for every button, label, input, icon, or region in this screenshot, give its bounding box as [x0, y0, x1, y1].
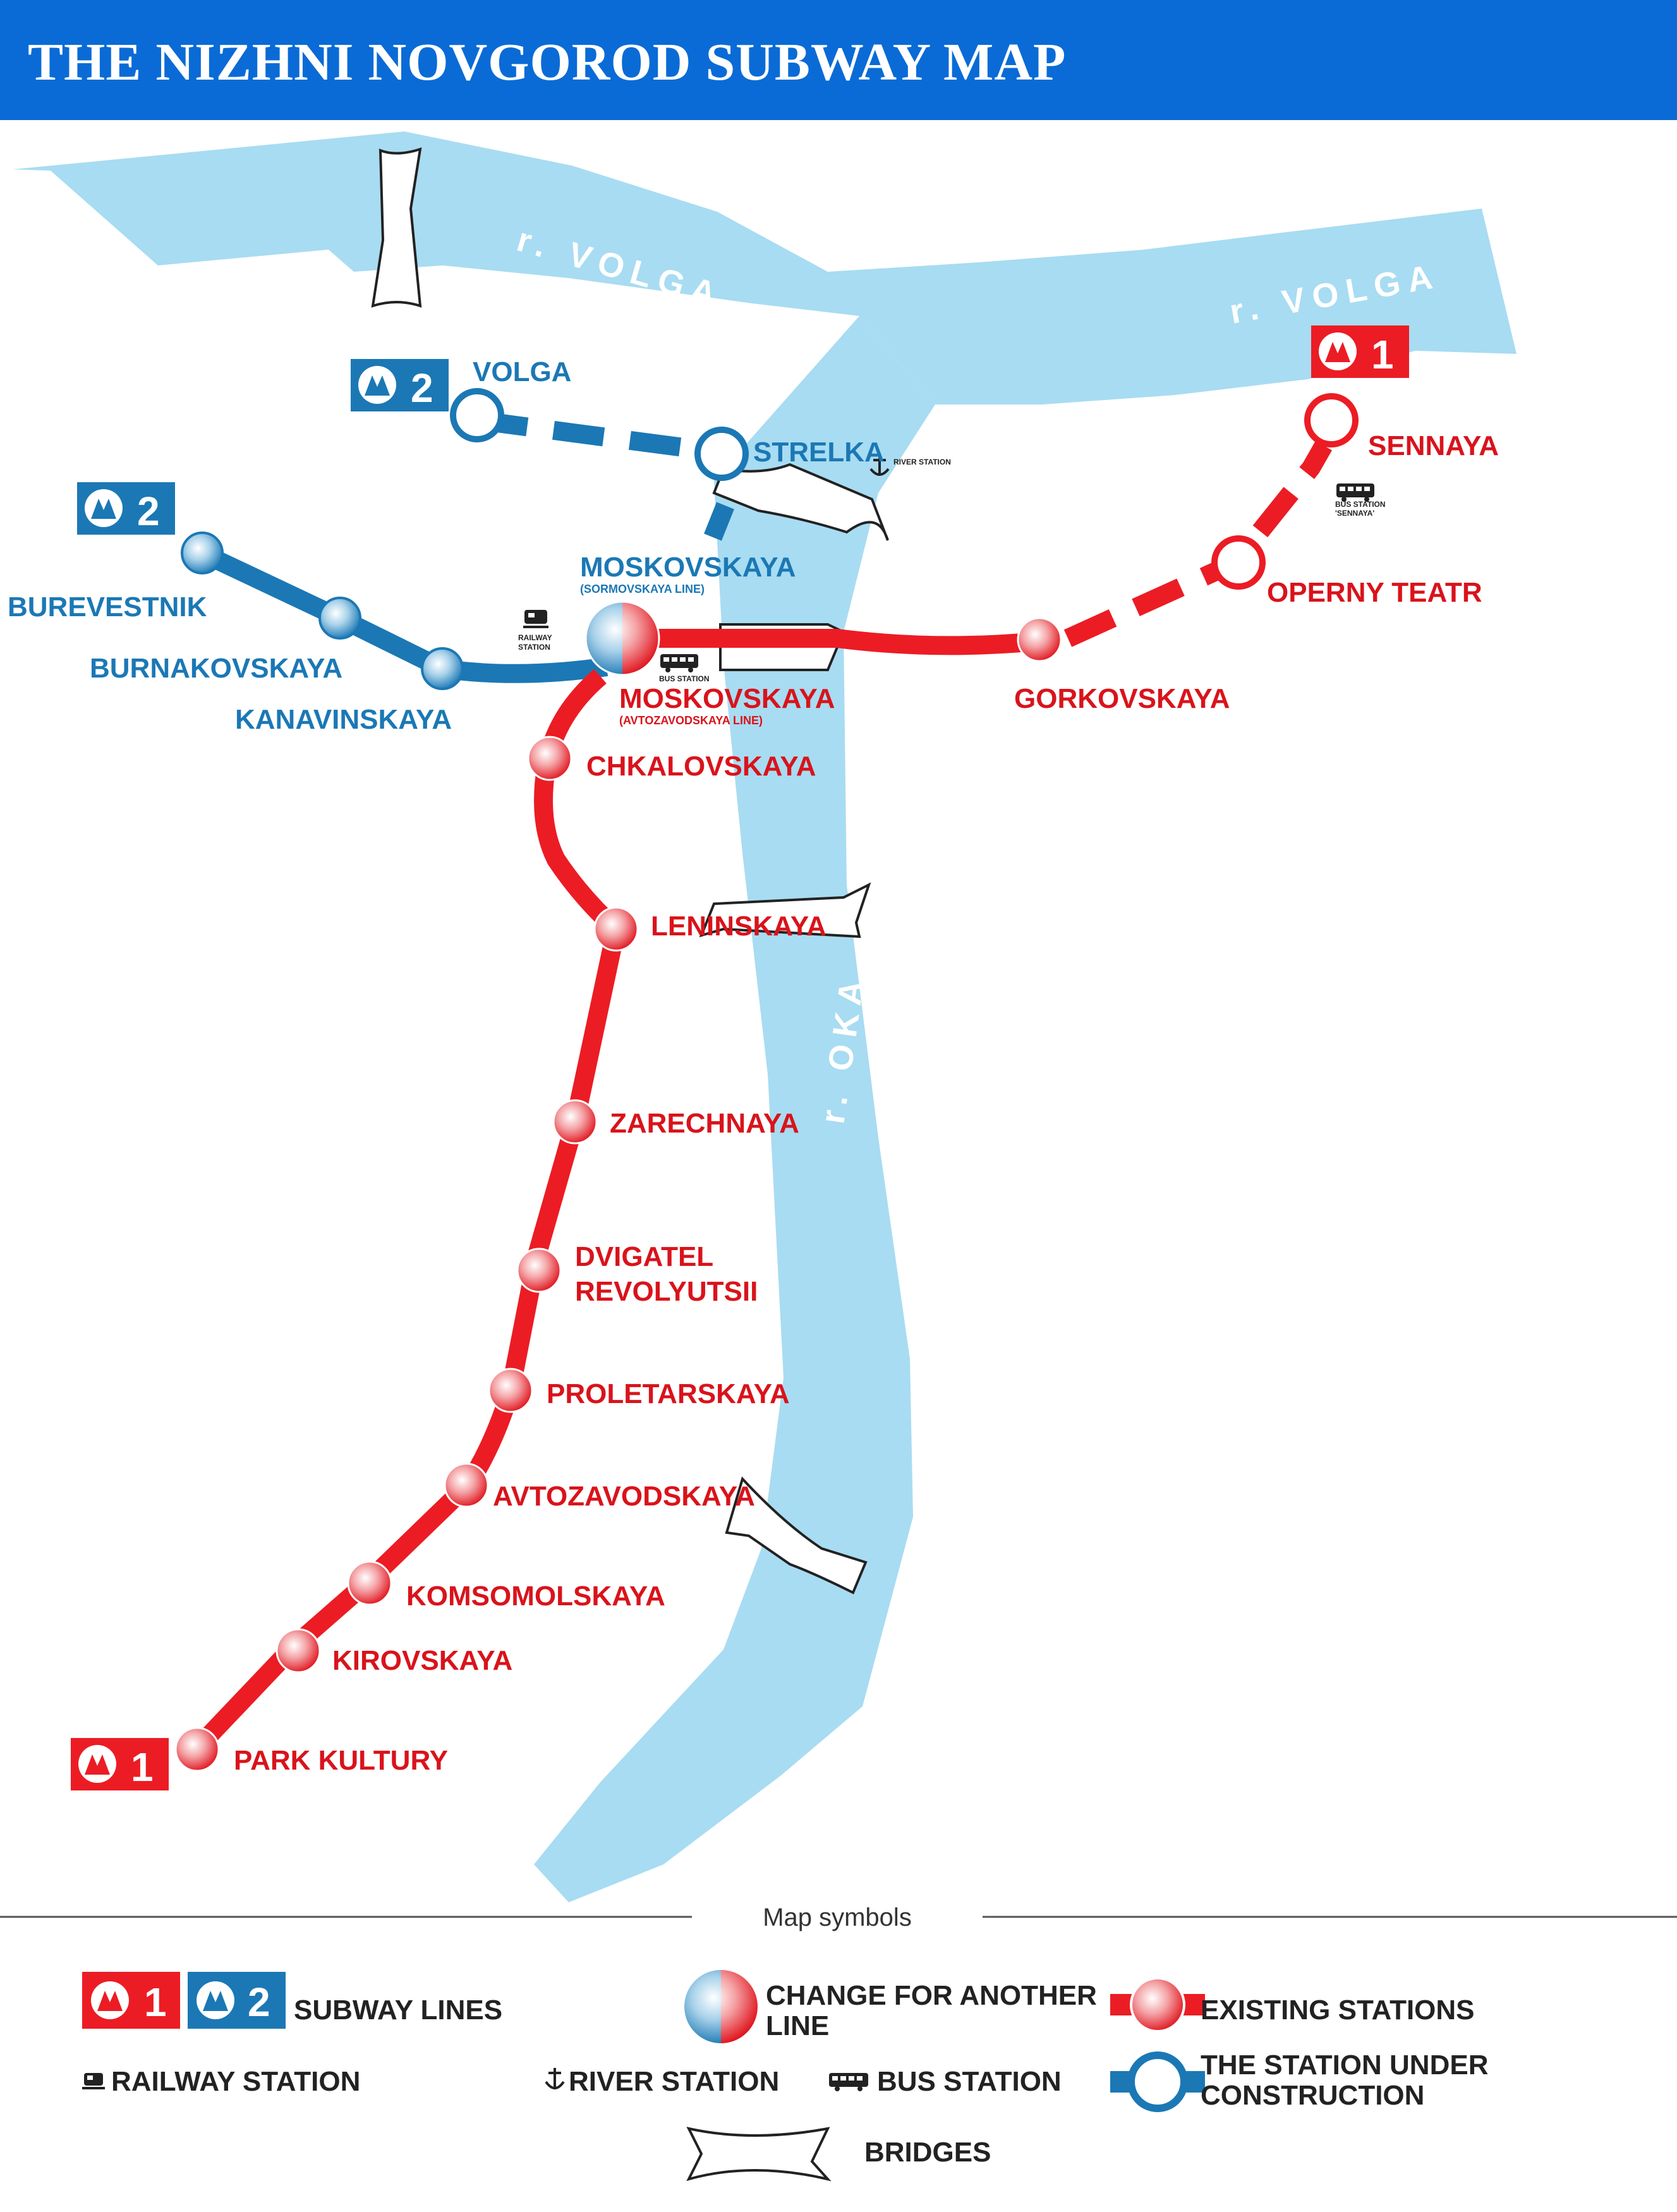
label-chkalovskaya: CHKALOVSKAYA: [586, 751, 816, 782]
station-komsomolskaya: [347, 1560, 392, 1606]
metro-logo-icon: [203, 1991, 228, 2011]
legend-anchor-icon: [545, 2068, 565, 2089]
label-sennaya: SENNAYA: [1368, 430, 1499, 461]
title-bar: THE NIZHNI NOVGOROD SUBWAY MAP: [0, 0, 1677, 120]
river-oka: [534, 316, 935, 1902]
station-kanavinskaya: [421, 647, 464, 690]
station-proletarskaya: [488, 1368, 533, 1413]
legend: Map symbols 1 2 SUBWAY LINES CHANGE FOR …: [0, 1904, 1677, 2182]
label-moskovskaya-avtozavodskaya: MOSKOVSKAYA: [619, 683, 835, 714]
svg-text:1: 1: [131, 1744, 154, 1790]
label-leninskaya: LENINSKAYA: [651, 911, 826, 942]
legend-railway-icon: [82, 2073, 105, 2089]
bridge-volga: [371, 147, 422, 308]
bridge-strelka: [712, 463, 889, 541]
label-komsomolskaya: KOMSOMOLSKAYA: [406, 1581, 665, 1612]
metro-logo-icon: [1325, 342, 1350, 362]
label-burevestnik: BUREVESTNIK: [8, 592, 207, 623]
legend-change-2: LINE: [766, 2010, 829, 2041]
station-volga: [450, 388, 504, 442]
legend-interchange-icon: [684, 1970, 758, 2043]
bus-station-sennaya-icon: [1336, 483, 1374, 502]
legend-railway: RAILWAY STATION: [111, 2066, 360, 2097]
label-moskovskaya-sormovskaya: MOSKOVSKAYA: [580, 552, 796, 583]
legend-bus: BUS STATION: [877, 2066, 1062, 2097]
station-zarechnaya: [552, 1099, 598, 1145]
metro-logo-icon: [365, 375, 390, 396]
badge-line1-sennaya: 1: [1311, 325, 1409, 378]
legend-subway-lines: SUBWAY LINES: [294, 1995, 502, 2026]
bridge-avtozavodskaya: [725, 1476, 868, 1595]
metro-logo-icon: [97, 1991, 123, 2011]
metro-logo-icon: [91, 499, 116, 519]
svg-text:2: 2: [411, 365, 433, 411]
label-strelka: STRELKA: [753, 437, 885, 468]
station-burevestnik: [181, 532, 224, 574]
station-leninskaya: [593, 906, 639, 952]
railway-label-2: STATION: [518, 643, 550, 652]
legend-construction-2: CONSTRUCTION: [1201, 2080, 1424, 2111]
station-avtozavodskaya: [444, 1462, 489, 1508]
station-burnakovskaya: [318, 597, 361, 640]
legend-river: RIVER STATION: [569, 2066, 779, 2097]
label-dvigatel-1: DVIGATEL: [575, 1241, 713, 1272]
legend-existing-icon: [1110, 1977, 1205, 2033]
bus-station-sennaya-label-2: 'SENNAYA': [1335, 509, 1374, 518]
page-title: THE NIZHNI NOVGOROD SUBWAY MAP: [28, 33, 1067, 92]
metro-logo-icon: [85, 1754, 110, 1775]
station-sennaya: [1304, 393, 1359, 447]
badge-line2-volga: 2: [351, 359, 449, 411]
legend-bridges: BRIDGES: [864, 2137, 991, 2168]
label-operny-teatr: OPERNY TEATR: [1267, 577, 1482, 608]
legend-construction-1: THE STATION UNDER: [1201, 2050, 1488, 2081]
svg-text:2: 2: [137, 489, 160, 534]
station-kirovskaya: [275, 1628, 321, 1674]
station-strelka: [694, 427, 749, 481]
label-kirovskaya: KIROVSKAYA: [332, 1645, 512, 1676]
label-dvigatel-2: REVOLYUTSII: [575, 1276, 758, 1307]
label-zarechnaya: ZARECHNAYA: [610, 1108, 799, 1139]
river-station-label: RIVER STATION: [893, 458, 951, 466]
label-avtozavodskaya: AVTOZAVODSKAYA: [493, 1481, 755, 1512]
station-chkalovskaya: [527, 736, 572, 781]
river-volga: [13, 131, 1517, 404]
railway-label-1: RAILWAY: [518, 633, 552, 642]
label-moskovskaya-avtozavodskaya-sub: (AVTOZAVODSKAYA LINE): [619, 714, 763, 727]
station-gorkovskaya: [1017, 617, 1062, 662]
label-volga: VOLGA: [473, 356, 571, 387]
station-dvigatel-revolyutsii: [516, 1248, 562, 1293]
interchange-moskovskaya: [584, 600, 660, 676]
badge-line2-burevestnik: 2: [77, 482, 175, 535]
station-park-kultury: [174, 1727, 220, 1772]
label-kanavinskaya: KANAVINSKAYA: [235, 704, 452, 735]
svg-text:2: 2: [248, 1979, 270, 2025]
legend-change-1: CHANGE FOR ANOTHER: [766, 1980, 1097, 2011]
railway-station-icon: [523, 610, 548, 628]
station-operny-teatr: [1211, 535, 1266, 590]
legend-existing: EXISTING STATIONS: [1201, 1995, 1475, 2026]
label-gorkovskaya: GORKOVSKAYA: [1014, 683, 1230, 714]
legend-badge-line1: 1: [82, 1972, 180, 2029]
badge-line1-park-kultury: 1: [71, 1738, 169, 1790]
legend-title: Map symbols: [763, 1904, 912, 1931]
legend-bus-icon: [829, 2073, 868, 2091]
label-proletarskaya: PROLETARSKAYA: [547, 1378, 790, 1409]
bus-station-label: BUS STATION: [659, 674, 710, 683]
bus-station-sennaya-label-1: BUS STATION: [1335, 500, 1386, 509]
anchor-icon: [869, 455, 890, 476]
bus-station-icon: [660, 654, 698, 672]
legend-bridge-icon: [686, 2127, 832, 2182]
legend-construction-icon: [1110, 2051, 1205, 2112]
bridge-leninskaya: [699, 882, 871, 939]
legend-badge-line2: 2: [188, 1972, 286, 2029]
svg-text:1: 1: [1371, 332, 1394, 377]
label-moskovskaya-sormovskaya-sub: (SORMOVSKAYA LINE): [580, 583, 705, 595]
svg-text:1: 1: [144, 1979, 167, 2025]
label-park-kultury: PARK KULTURY: [234, 1745, 448, 1776]
label-burnakovskaya: BURNAKOVSKAYA: [90, 653, 342, 684]
